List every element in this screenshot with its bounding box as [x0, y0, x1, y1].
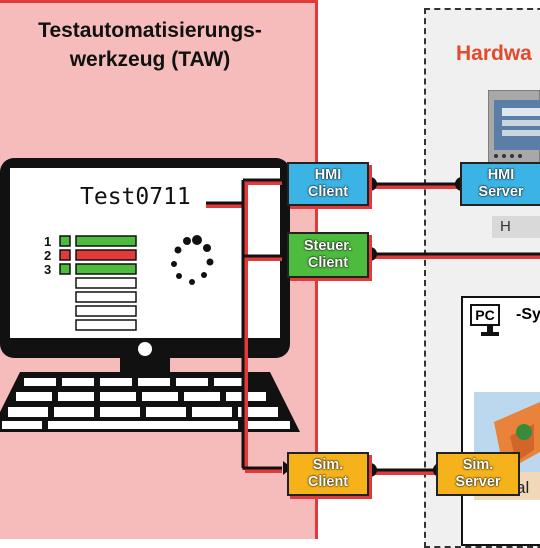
hardware-device-label: H [492, 216, 540, 238]
hardware-title: Hardwa [456, 42, 532, 65]
test-list [59, 235, 137, 331]
taw-title: Testautomatisierungs- werkzeug (TAW) [0, 16, 300, 74]
steuer-client-line-1: Steuer. [303, 238, 353, 254]
monitor-power-dot [138, 342, 152, 356]
monitor-screen [10, 168, 280, 338]
sim-server-line-2: Server [455, 474, 501, 490]
list-number-3: 3 [44, 262, 52, 277]
list-number-2: 2 [44, 248, 52, 263]
list-row-2 [59, 249, 137, 261]
taw-title-line-2: werkzeug (TAW) [69, 48, 231, 71]
hmi-client-line-1: HMI [314, 167, 342, 183]
loading-spinner-icon [171, 235, 214, 285]
hmi-server-line-2: Server [478, 184, 524, 200]
sim-client-line-2: Client [307, 474, 349, 490]
sim-client-box[interactable]: Sim.Client [287, 452, 369, 496]
pc-monitor-stand-icon [481, 324, 499, 336]
pc-label: PC [470, 304, 500, 326]
test-name-label: Test0711 [80, 184, 191, 210]
connector-dots [363, 177, 469, 477]
sim-server-line-1: Sim. [462, 457, 494, 473]
list-empty-rows [75, 277, 137, 331]
list-row-3 [59, 263, 137, 275]
list-row-1 [59, 235, 137, 247]
steuer-client-line-2: Client [307, 255, 349, 271]
steuer-client-box[interactable]: Steuer.Client [287, 232, 369, 278]
sim-client-line-1: Sim. [312, 457, 344, 473]
list-number-1: 1 [44, 234, 52, 249]
taw-title-line-1: Testautomatisierungs- [38, 19, 262, 42]
sim-server-box[interactable]: Sim.Server [436, 452, 520, 496]
monitor-stand [120, 358, 170, 372]
hmi-panel-icon [488, 90, 540, 166]
hmi-server-line-1: HMI [487, 167, 515, 183]
hmi-client-line-2: Client [307, 184, 349, 200]
arrowheads [283, 173, 292, 475]
pc-system-label: -Sy [516, 306, 540, 323]
